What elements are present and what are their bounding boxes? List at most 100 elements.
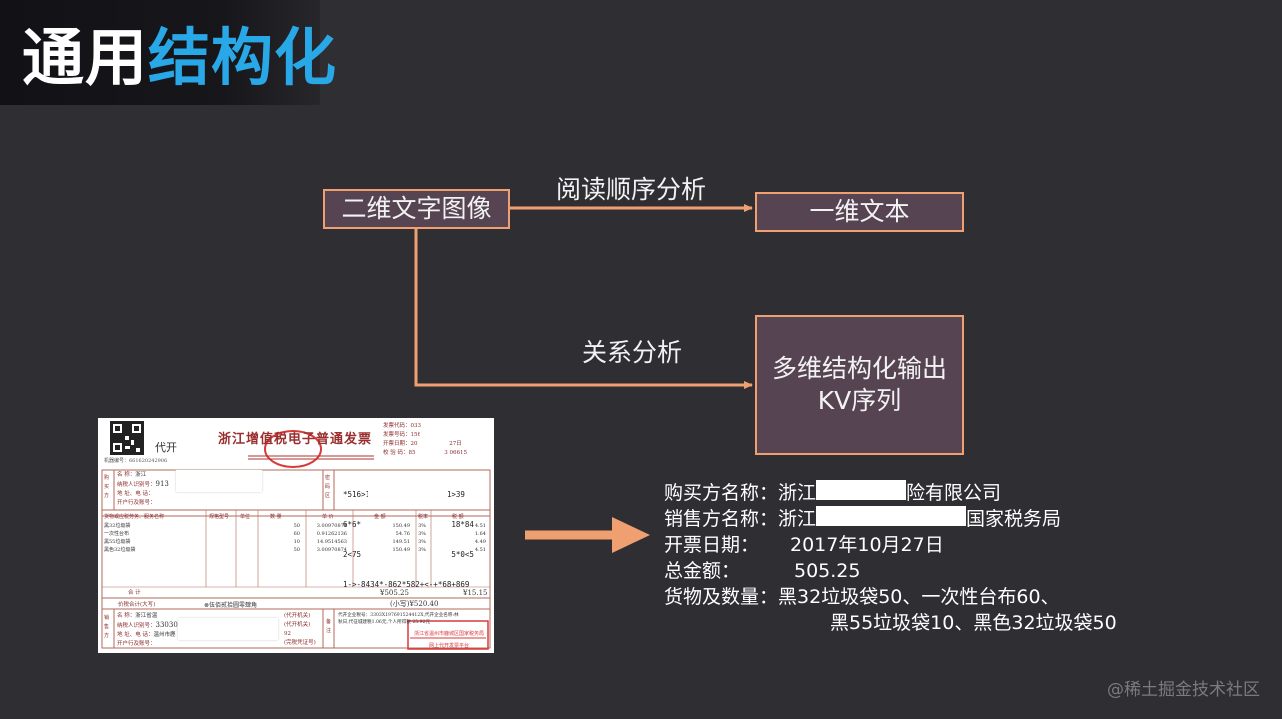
kv-key-total: 总金额： [664,560,741,582]
invoice-meta-date-label: 开票日期：20 [383,441,418,447]
invoice-col-price: 单 价 [322,514,334,520]
invoice-meta-redaction [420,432,444,466]
invoice-stamp-icon [264,430,322,468]
kv-row-date: 开票日期： 2017年10月27日 [664,532,1164,558]
invoice-seller-name-partial: 浙江省温 [135,613,158,619]
invoice-item-qty: 50 [293,523,300,529]
invoice-col-name: 货物或应税劳务、服务名称 [104,514,165,520]
kv-val-seller-a: 浙江 [778,508,817,530]
invoice-header-title: 浙江增值税电子普通发票 [218,432,373,447]
invoice-item-qty: 10 [293,539,300,545]
invoice-lines [101,421,491,650]
title-part-white: 通用 [22,21,149,94]
invoice-item-amount: 150.49 [392,523,411,529]
invoice-seller-bank-label: 开户行及账号： [117,641,156,647]
invoice-item-tax: 4.49 [474,539,486,545]
invoice-item-tax: 4.51 [474,523,486,529]
invoice-grand-small: (小写)¥520.40 [390,600,439,608]
kv-val-goods-line1: 黑32垃圾袋50、一次性台布60、 [778,586,1060,608]
invoice-item-qty: 60 [293,531,300,537]
invoice-remark: 代开企业税号：3303X197691524412X,代开企业名称:林 秋日,代征… [338,612,490,626]
invoice-columns: 货物或应税劳务、服务名称 规格型号 单位 数 量 单 价 金 额 税率 税 额 [102,513,490,521]
invoice-item-tax: 1.64 [474,531,486,537]
invoice-item-name: 黑55垃圾袋 [104,539,131,545]
box-structured-output: 多维结构化输出 KV序列 [755,315,964,455]
invoice-seller-labels: 名 称：浙江省温 纳税人识别号：33030 地 址、电 话：温州市鹿 开户行及账… [117,612,178,649]
invoice-seller-right-line: (代开机关) [284,622,311,628]
watermark: @稀土掘金技术社区 [1107,680,1260,700]
label-reading-order: 阅读顺序分析 [556,175,707,204]
invoice-cipher-redaction [368,480,448,500]
invoice-buyer-name-row: 名 称：浙江 [117,471,169,480]
invoice-item-amount: 150.49 [392,547,411,553]
invoice-item-rate: 3% [418,539,426,545]
invoice-meta-check: 校 验 码：85 693 06615 [383,449,467,458]
invoice-col-amount: 金 额 [374,514,386,520]
invoice-buyer-redaction [176,470,262,492]
invoice-meta: 发票代码：033 发票号码：156 开票日期：20 27日 校 验 码：85 6… [383,422,467,458]
kv-val-seller-b: 国家税务局 [966,508,1062,530]
kv-key-buyer: 购买方名称： [664,482,779,504]
invoice-item-amount: 149.51 [392,539,411,545]
invoice-seller-name-label: 名 称： [117,613,136,619]
kv-val-buyer-a: 浙江 [778,482,817,504]
invoice-item-amount: 54.76 [395,531,410,537]
invoice-side-remark: 备 注 [326,619,332,634]
invoice-col-qty: 数 量 [270,514,282,520]
tax-bureau-stamp-icon [407,620,489,650]
invoice-item-price: 3.00970874 [316,547,347,553]
invoice-item-name: 黑色32垃圾袋 [104,547,136,553]
invoice-side-buyer: 购 买 方 [104,475,110,499]
kv-val-date: 2017年10月27日 [790,534,944,556]
kv-row-goods: 货物及数量： 黑32垃圾袋50、一次性台布60、 [664,584,1164,610]
invoice-item-row: 一次性台布 60 0.91262136 54.76 3% 1.64 [102,530,490,538]
kv-val-buyer-b: 险有限公司 [906,482,1002,504]
invoice-meta-number: 发票号码：156 [383,432,421,438]
invoice-seller-id-partial: 33030 [155,621,178,629]
invoice-stamp-line: 浙江省温州市鹿城区国家税务局 [413,631,484,637]
invoice-item-row: 黑32垃圾袋 50 3.00970874 150.49 3% 4.51 [102,522,490,530]
invoice-side-seller: 销 售 方 [104,615,110,639]
kv-row-seller: 销售方名称： 浙江 国家税务局 [664,506,1164,532]
invoice-item-row: 黑色32垃圾袋 50 3.00970874 150.49 3% 4.51 [102,546,490,554]
kv-val-goods-line2: 黑55垃圾袋10、黑色32垃圾袋50 [830,612,1117,634]
invoice-grand-words: ⊗伍佰贰拾圆零肆角 [204,602,258,609]
invoice-daikai: 代开 [155,441,177,454]
invoice-total-label: 合 计 [128,590,141,596]
invoice-item-name: 一次性台布 [104,531,130,537]
invoice-item-price: 0.91262136 [316,531,347,537]
title-part-blue: 结构化 [148,21,338,94]
invoice-meta-check-tail: 693 06615 [437,450,467,456]
invoice-remark-line: 秋日,代征城建税1.06元,个人所得税 25.92元 [338,620,431,625]
invoice-image: 代开 机器编号：661620242906 浙江增值税电子普通发票 发票代码：03… [98,418,494,653]
invoice-seller-right-line: (完税凭证号) [284,640,316,646]
invoice-total-amount: ¥505.25 [380,589,409,597]
invoice-col-rate: 税率 [418,514,429,520]
title-banner [0,0,320,105]
invoice-buyer-id-row: 纳税人识别号：913 [117,480,169,490]
invoice-grand-label: 价税合计(大写) [118,602,156,608]
arrow-relation-analysis [414,229,753,389]
invoice-seller-address-partial: 温州市鹿 [153,632,176,638]
kv-buyer-redaction [816,480,907,500]
invoice-total-tax: ¥15.15 [463,589,488,597]
invoice-side-code: 密 码 区 [325,475,331,499]
invoice-items: 黑32垃圾袋 50 3.00970874 150.49 3% 4.51 一次性台… [102,522,490,554]
invoice-buyer-id-partial: 913 [155,480,169,488]
invoice-meta-code: 发票代码：033 [383,423,421,429]
qr-code-icon [110,421,144,455]
invoice-seller-right: (代开机关) (代开机关) 92 (完税凭证号) [284,612,316,648]
kv-output: 购买方名称： 浙江 险有限公司 销售方名称： 浙江 国家税务局 开票日期： 20… [664,480,1164,636]
invoice-cipher-line: 6*6* 18*84 [343,520,474,529]
invoice-item-rate: 3% [418,531,426,537]
kv-row-total: 总金额： 505.25 [664,558,1164,584]
invoice-item-name: 黑32垃圾袋 [104,523,131,529]
box-2d-text-image: 二维文字图像 [323,189,510,229]
invoice-seller-address-label: 地 址、电 话： [117,632,154,638]
invoice-cipher-line: 2<75 5*0<5 [343,550,474,559]
invoice-buyer-id-label: 纳税人识别号： [117,482,156,488]
invoice-meta-check-label: 校 验 码：85 [383,450,416,456]
invoice-col-spec: 规格型号 [209,514,230,520]
invoice-seller-address-row: 地 址、电 话：温州市鹿 [117,631,178,640]
invoice-item-price: 14.9514563 [316,539,347,545]
